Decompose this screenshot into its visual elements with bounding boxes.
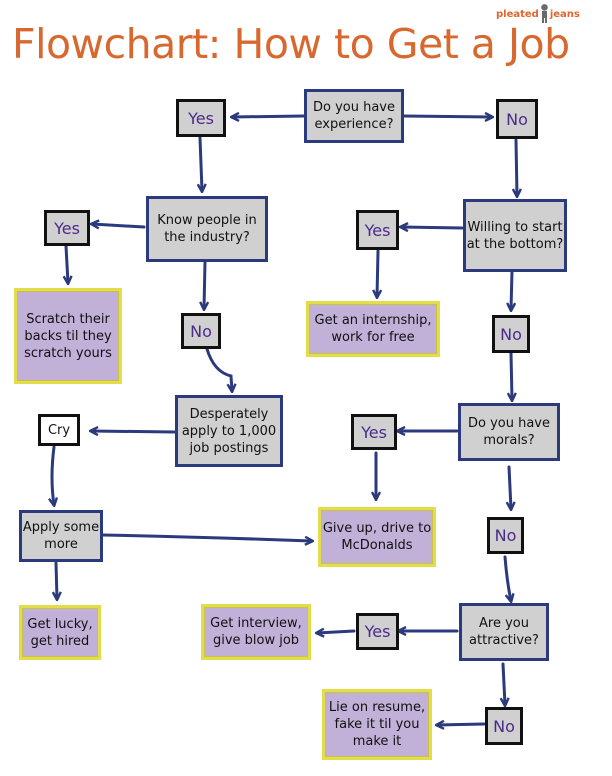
logo-word-right: jeans	[549, 9, 580, 20]
arrow-willing-to-no	[511, 269, 512, 310]
arrow-yes-to-know-people	[200, 136, 202, 191]
arrow-no-to-attractive	[503, 555, 511, 601]
arrow-apply-to-mcdonalds	[101, 533, 312, 541]
outcome-scratch-backs: Scratch their backs til they scratch you…	[14, 288, 122, 384]
step-desperately-apply: Desperately apply to 1,000 job postings	[175, 395, 283, 467]
answer-no-experience: No	[496, 99, 538, 139]
arrow-morals-to-no	[509, 465, 511, 509]
arrow-yes-to-interview	[317, 631, 356, 633]
arrow-cry-to-apply	[52, 445, 54, 505]
answer-no-know-people: No	[181, 313, 221, 349]
arrow-yes-to-internship	[377, 249, 378, 297]
outcome-lie-on-resume: Lie on resume, fake it til you make it	[322, 689, 432, 760]
site-logo: pleated jeans	[496, 3, 580, 23]
question-morals: Do you have morals?	[458, 403, 560, 461]
answer-yes-know-people: Yes	[44, 210, 90, 246]
question-willing-to-start: Willing to start at the bottom?	[463, 199, 567, 272]
answer-no-willing: No	[492, 315, 530, 353]
arrow-no-to-desperately	[205, 347, 232, 391]
outcome-internship: Get an internship, work for free	[306, 301, 440, 357]
question-attractive: Are you attractive?	[459, 603, 549, 661]
answer-yes-experience: Yes	[176, 99, 226, 137]
arrow-no-to-willing	[516, 138, 517, 196]
logo-word-left: pleated	[496, 9, 539, 20]
arrow-experience-to-yes	[232, 116, 306, 117]
answer-yes-morals: Yes	[351, 414, 397, 450]
answer-no-attractive: No	[485, 707, 523, 745]
answer-yes-willing: Yes	[356, 210, 399, 250]
arrow-willing-to-yes	[401, 227, 464, 228]
arrow-no-to-resume	[437, 724, 486, 725]
step-cry: Cry	[38, 414, 80, 446]
arrow-attractive-to-no	[503, 662, 505, 705]
arrow-desperately-to-cry	[91, 431, 176, 432]
arrow-experience-to-no	[402, 116, 492, 117]
outcome-interview: Get interview, give blow job	[201, 604, 311, 660]
question-experience: Do you have experience?	[304, 89, 404, 143]
question-know-people: Know people in the industry?	[146, 196, 268, 262]
outcome-mcdonalds: Give up, drive to McDonalds	[318, 507, 436, 567]
step-apply-some-more: Apply some more	[19, 510, 103, 562]
answer-no-morals: No	[487, 517, 524, 554]
arrow-yes-to-scratch	[66, 244, 68, 283]
arrow-no-to-morals	[511, 351, 512, 400]
arrow-apply-to-lucky	[56, 561, 57, 599]
page-title: Flowchart: How to Get a Job	[12, 20, 570, 68]
arrow-know-people-to-yes	[92, 224, 146, 227]
arrow-know-people-to-no	[204, 260, 205, 309]
answer-yes-attractive: Yes	[356, 613, 399, 650]
outcome-get-lucky: Get lucky, get hired	[19, 605, 101, 660]
person-icon	[539, 3, 549, 23]
